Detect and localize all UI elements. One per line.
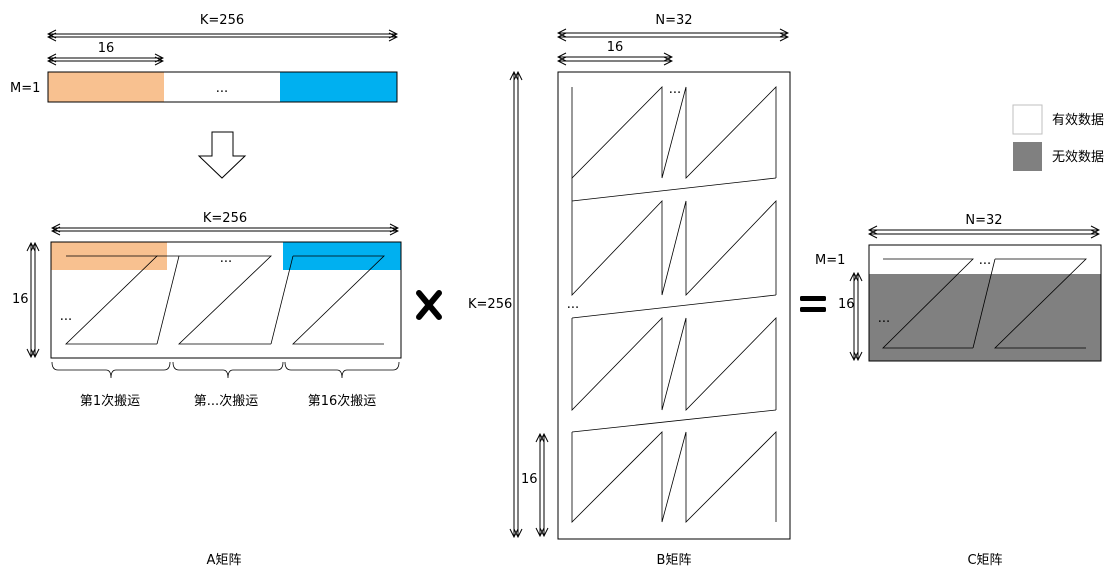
c-dots-top: ...: [979, 253, 991, 268]
b-height-dimension: 16: [521, 434, 544, 536]
b-width-dimension: 16: [558, 40, 672, 61]
c-n-label: N=32: [965, 213, 1002, 228]
b-n-dimension: N=32: [558, 13, 788, 37]
down-arrow-icon: [197, 131, 247, 179]
a-width-label: 16: [98, 41, 115, 56]
c-n-dimension: N=32: [869, 213, 1099, 234]
brace-2-label: 第...次搬运: [194, 393, 258, 409]
a-expanded-matrix: ... ...: [50, 241, 402, 359]
c-m-label: M=1: [815, 253, 845, 268]
a-last-block: [280, 72, 397, 102]
c-height-label: 16: [838, 297, 855, 312]
a-k-dimension: K=256: [48, 13, 397, 37]
legend-invalid-swatch: [1013, 142, 1042, 171]
c-matrix: ... ...: [868, 244, 1102, 362]
a-expanded-k-dimension: K=256: [52, 211, 398, 231]
a-height-dimension: 16: [12, 243, 35, 357]
brace-1: [51, 361, 171, 379]
brace-1-label: 第1次搬运: [80, 393, 140, 409]
a-first-block: [48, 72, 164, 102]
b-k-label: K=256: [468, 297, 512, 312]
b-k-dimension: K=256: [468, 72, 518, 537]
b-height-label: 16: [521, 472, 538, 487]
b-matrix: ... ...: [557, 71, 791, 540]
a-row-vector: ...: [47, 71, 398, 103]
a-m-label: M=1: [10, 81, 40, 96]
legend-invalid-label: 无效数据: [1052, 150, 1104, 165]
b-dots-top: ...: [669, 82, 681, 97]
a-k-label: K=256: [200, 13, 244, 28]
brace-2: [172, 361, 284, 379]
b-width-label: 16: [607, 40, 624, 55]
brace-3-label: 第16次搬运: [308, 393, 377, 409]
brace-3: [284, 361, 400, 379]
a-block-width: 16: [48, 41, 163, 61]
a-height-label: 16: [12, 292, 29, 307]
c-height-dimension: 16: [838, 273, 858, 360]
legend-valid-label: 有效数据: [1052, 113, 1104, 128]
c-caption: C矩阵: [967, 553, 1002, 568]
legend: 有效数据 无效数据: [1012, 104, 1104, 171]
multiply-icon: [416, 290, 442, 320]
b-n-label: N=32: [655, 13, 692, 28]
c-dots-left: ...: [878, 311, 890, 326]
c-invalid-region: [869, 274, 1101, 361]
a-row-dots: ...: [216, 81, 228, 96]
b-caption: B矩阵: [657, 553, 692, 568]
a-braces: 第1次搬运 第...次搬运 第16次搬运: [51, 361, 400, 409]
a-expanded-dots-top: ...: [220, 251, 232, 266]
equals-icon: [800, 296, 826, 312]
b-dots-left: ...: [567, 297, 579, 312]
legend-valid-swatch: [1012, 104, 1043, 135]
a-caption: A矩阵: [207, 553, 242, 568]
a-expanded-dots-left: ...: [60, 309, 72, 324]
a-expanded-k-label: K=256: [203, 211, 247, 226]
